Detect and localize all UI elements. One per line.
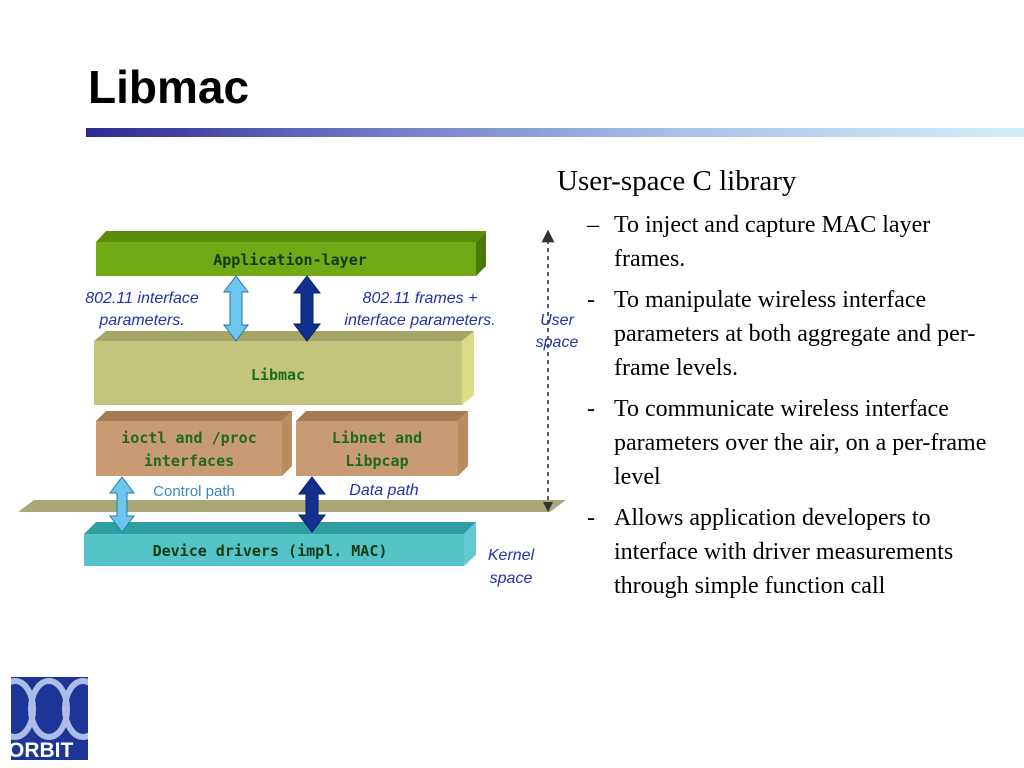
libmac-block: Libmac: [94, 331, 474, 405]
libnet-label-line2: Libpcap: [345, 452, 408, 470]
data-path-arrow: [297, 476, 327, 533]
device-drivers-label: Device drivers (impl. MAC): [153, 542, 388, 560]
ioctl-label-line1: ioctl and /proc: [121, 429, 256, 447]
kernel-space-label-line2: space: [490, 570, 533, 587]
sub-bullet: - To manipulate wireless interface param…: [557, 283, 997, 385]
sub-bullet-text: To communicate wireless interface parame…: [614, 396, 987, 490]
frames-label-line1: 802.11 frames +: [363, 290, 478, 307]
libnet-label-line1: Libnet and: [332, 429, 422, 447]
ioctl-proc-block: ioctl and /proc interfaces: [96, 411, 292, 476]
sub-bullet: - To communicate wireless interface para…: [557, 392, 997, 494]
sub-bullet: - Allows application developers to inter…: [557, 501, 997, 603]
user-space-label-line1: User: [540, 312, 574, 329]
kernel-space-label-line1: Kernel: [488, 547, 535, 564]
ioctl-label-line2: interfaces: [144, 452, 234, 470]
libnet-libpcap-block: Libnet and Libpcap: [296, 411, 468, 476]
frames-params-arrow: [292, 275, 322, 342]
bullet-marker: –: [587, 212, 599, 238]
device-drivers-block: Device drivers (impl. MAC): [84, 522, 476, 566]
user-space-label-line2: space: [536, 334, 579, 351]
interface-params-label-line2: parameters.: [98, 312, 184, 329]
title-underline: [86, 128, 1024, 137]
application-layer-label: Application-layer: [213, 251, 367, 269]
main-bullet: User-space C library: [557, 165, 797, 197]
sub-bullet: – To inject and capture MAC layer frames…: [557, 208, 997, 276]
interface-params-label-line1: 802.11 interface: [85, 290, 199, 307]
kernel-direction-arrowhead: [543, 502, 553, 512]
sub-bullet-text: To manipulate wireless interface paramet…: [614, 287, 976, 381]
frames-label-line2: interface parameters.: [344, 312, 495, 329]
logo-text: ORBIT: [11, 739, 74, 760]
application-layer-block: Application-layer: [96, 231, 486, 276]
kernel-boundary-plane: [18, 500, 566, 512]
libmac-label: Libmac: [251, 366, 305, 384]
bullet-list: User-space C library – To inject and cap…: [557, 164, 997, 610]
orbit-logo: ORBIT: [11, 677, 88, 760]
bullet-marker: -: [587, 287, 595, 313]
data-path-label: Data path: [349, 482, 418, 499]
control-path-arrow: [109, 476, 135, 533]
bullet-marker: -: [587, 396, 595, 422]
sub-bullet-text: Allows application developers to interfa…: [614, 505, 954, 599]
sub-bullet-text: To inject and capture MAC layer frames.: [614, 212, 931, 272]
slide-title: Libmac: [88, 61, 250, 113]
control-path-label: Control path: [153, 483, 235, 500]
interface-params-arrow: [223, 275, 249, 342]
bullet-marker: -: [587, 505, 595, 531]
